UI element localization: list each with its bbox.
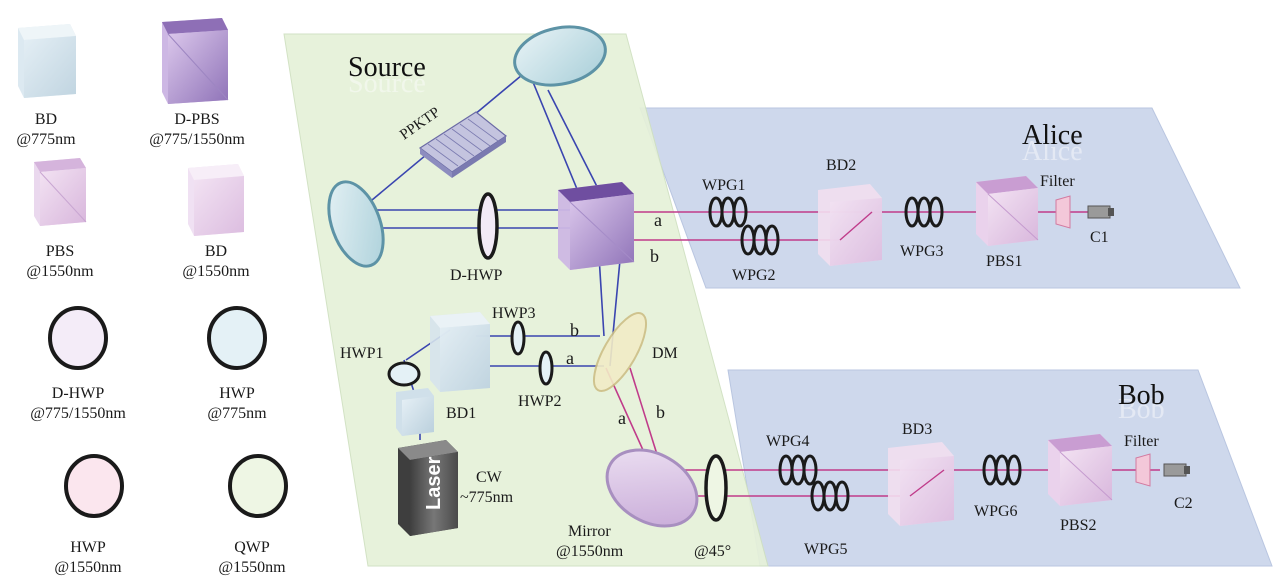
lower-path-b-label: b [656,402,665,422]
legend-hwp-775-line1: HWP [219,385,255,402]
pbs1-label: PBS1 [986,253,1022,270]
pbs2-cube [1048,434,1113,506]
wpg5-coil [810,480,850,512]
source-title-reflection: Source [348,68,426,99]
wpg4-label: WPG4 [766,433,810,450]
alice-title-reflection: Alice [1022,136,1083,167]
wpg3-label: WPG3 [900,243,944,260]
wpg3-coil [904,196,944,228]
cw-label-line2: ~775nm [460,489,514,506]
detector-c2-icon [1163,463,1190,477]
d-hwp-plate-icon [48,306,108,370]
d-pbs-cube-icon [162,18,229,104]
legend-pbs-1550-line2: @1550nm [26,263,94,280]
wpg2-label: WPG2 [732,267,776,284]
wpg4-coil [778,454,818,486]
bd2-displacer [818,184,882,266]
hwp-1550-plate-icon [64,454,124,518]
hwp3-label: HWP3 [492,305,536,322]
bd-1550-cube-icon [188,164,244,236]
bd2-label: BD2 [826,157,856,174]
hwp1-label: HWP1 [340,345,384,362]
legend-pbs-1550-line1: PBS [46,243,74,260]
qwp-angle-label: @45° [694,543,731,560]
pbs-1550-cube-icon [34,158,87,226]
legend-dpbs-line2: @775/1550nm [149,131,245,148]
pbs2-label: PBS2 [1060,517,1096,534]
alice-filter-label: Filter [1040,173,1075,190]
legend-dhwp-line2: @775/1550nm [30,405,126,422]
hwp2-label: HWP2 [518,393,562,410]
qwp-1550-plate-icon [228,454,288,518]
source-path-a-label: a [654,210,662,230]
hwp-775-plate-icon [207,306,267,370]
laser-pbs [396,388,434,436]
alice-panel [639,107,1241,289]
wpg2-coil [740,224,780,256]
ppktp-crystal [418,111,508,178]
legend: BD @775nm D-PBS @775/1550nm PBS @1550nm … [16,18,288,576]
mirror-label-line2: @1550nm [556,543,624,560]
top-mirror [513,25,607,87]
bob-panel [727,369,1273,567]
legend-hwp-775-line2: @775nm [207,405,267,422]
wpg1-label: WPG1 [702,177,746,194]
mirror-1550 [605,448,699,528]
legend-qwp-1550-line2: @1550nm [218,559,286,576]
left-mirror [327,180,385,268]
legend-dhwp-line1: D-HWP [52,385,105,402]
bob-filter-label: Filter [1124,433,1159,450]
source-d-hwp-label: D-HWP [450,267,503,284]
source-title: Source [348,52,426,83]
hwp2-plate [538,350,554,386]
detector-c1-icon [1087,205,1114,219]
hwp3-plate [510,320,526,356]
laser-label: Laser [423,456,445,510]
dichroic-mirror [593,312,647,392]
hwp1-plate [387,361,421,387]
cw-label-line1: CW [476,469,503,486]
wpg5-label: WPG5 [804,541,848,558]
pbs1-cube [976,176,1039,246]
legend-hwp-1550-line2: @1550nm [54,559,122,576]
legend-qwp-1550-line1: QWP [234,539,270,556]
bob-title-reflection: Bob [1118,394,1165,425]
legend-bd-775-line1: BD [35,111,57,128]
wpg6-coil [982,454,1022,486]
legend-bd-1550-line1: BD [205,243,227,260]
wpg6-label: WPG6 [974,503,1018,520]
bob-title: Bob [1118,380,1165,411]
cw-laser [398,440,458,536]
bd3-label: BD3 [902,421,932,438]
mirror-label-line1: Mirror [568,523,611,540]
legend-hwp-1550-line1: HWP [70,539,106,556]
alice-title: Alice [1022,120,1083,151]
legend-bd-1550-line2: @1550nm [182,263,250,280]
bd1-displacer [430,312,490,392]
detector-c1-label: C1 [1090,229,1109,246]
alice-filter [1055,195,1071,229]
hwp2-path-a-label: a [566,348,574,368]
bob-filter [1135,453,1151,487]
bd1-label: BD1 [446,405,476,422]
source-d-pbs [558,182,635,270]
source-d-hwp [477,192,499,260]
legend-bd-775-line2: @775nm [16,131,76,148]
dm-label: DM [652,345,678,362]
source-path-b-label: b [650,246,659,266]
bd-775-cube-icon [18,24,76,98]
qwp-45-plate [704,454,728,522]
hwp3-path-b-label: b [570,320,579,340]
wpg1-coil [708,196,748,228]
detector-c2-label: C2 [1174,495,1193,512]
lower-path-a-label: a [618,408,626,428]
bd3-displacer [888,442,954,526]
legend-dpbs-line1: D-PBS [174,111,219,128]
